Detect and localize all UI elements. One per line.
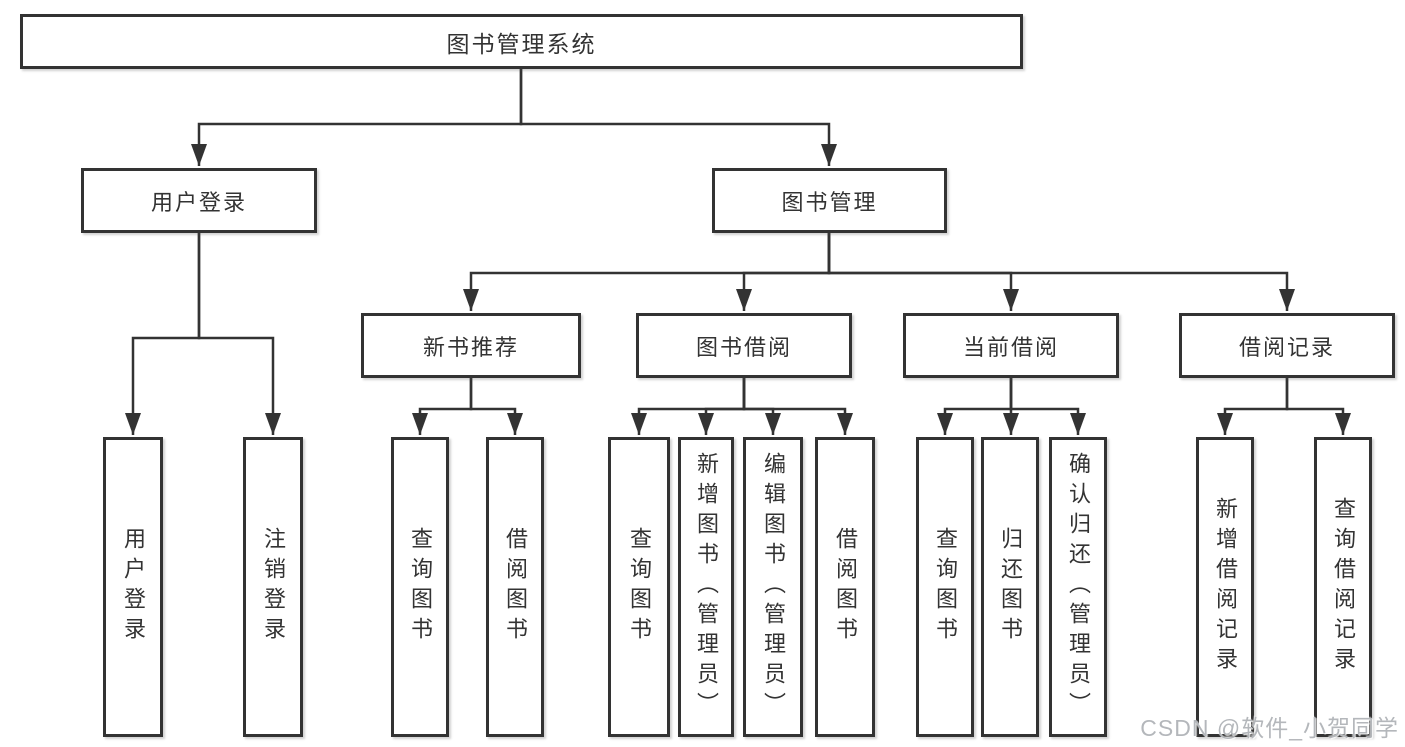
node-nbr-query-books: 查询图书 [391, 437, 449, 737]
node-book-management: 图书管理 [712, 168, 947, 233]
node-bb-edit-books-admin-label: 编辑图书（管理员） [761, 452, 786, 722]
node-cb-return-books: 归还图书 [981, 437, 1039, 737]
csdn-watermark: CSDN @软件_小贺同学 [1140, 715, 1399, 741]
node-current-borrow: 当前借阅 [903, 313, 1119, 378]
node-cb-confirm-return-admin: 确认归还（管理员） [1049, 437, 1107, 737]
node-bb-query-books-label: 查询图书 [627, 527, 652, 647]
node-book-borrow-label: 图书借阅 [695, 334, 792, 360]
node-new-book-recommend-label: 新书推荐 [422, 334, 519, 360]
node-root-label: 图书管理系统 [446, 30, 597, 57]
node-root: 图书管理系统 [20, 14, 1023, 69]
node-user-login: 用户登录 [81, 168, 317, 233]
node-nbr-query-books-label: 查询图书 [408, 527, 433, 647]
node-cb-return-books-label: 归还图书 [998, 527, 1023, 647]
node-cb-confirm-return-admin-label: 确认归还（管理员） [1066, 452, 1091, 722]
node-br-query-record-label: 查询借阅记录 [1331, 497, 1356, 677]
node-book-management-label: 图书管理 [781, 189, 878, 215]
node-logout-label: 注销登录 [261, 527, 286, 647]
node-book-borrow: 图书借阅 [636, 313, 852, 378]
node-user-login-label: 用户登录 [150, 189, 247, 215]
node-br-query-record: 查询借阅记录 [1314, 437, 1372, 737]
node-bb-edit-books-admin: 编辑图书（管理员） [743, 437, 803, 737]
node-login-label: 用户登录 [121, 527, 146, 647]
node-new-book-recommend: 新书推荐 [361, 313, 581, 378]
node-current-borrow-label: 当前借阅 [962, 334, 1059, 360]
node-login: 用户登录 [103, 437, 163, 737]
node-nbr-borrow-books-label: 借阅图书 [503, 527, 528, 647]
node-logout: 注销登录 [243, 437, 303, 737]
node-nbr-borrow-books: 借阅图书 [486, 437, 544, 737]
node-bb-add-books-admin: 新增图书（管理员） [678, 437, 734, 737]
node-br-add-record: 新增借阅记录 [1196, 437, 1254, 737]
node-borrow-records: 借阅记录 [1179, 313, 1395, 378]
node-bb-add-books-admin-label: 新增图书（管理员） [694, 452, 719, 722]
node-bb-query-books: 查询图书 [608, 437, 670, 737]
node-cb-query-books: 查询图书 [916, 437, 974, 737]
node-bb-borrow-books-label: 借阅图书 [833, 527, 858, 647]
node-cb-query-books-label: 查询图书 [933, 527, 958, 647]
node-bb-borrow-books: 借阅图书 [815, 437, 875, 737]
node-borrow-records-label: 借阅记录 [1238, 334, 1335, 360]
node-br-add-record-label: 新增借阅记录 [1213, 497, 1238, 677]
